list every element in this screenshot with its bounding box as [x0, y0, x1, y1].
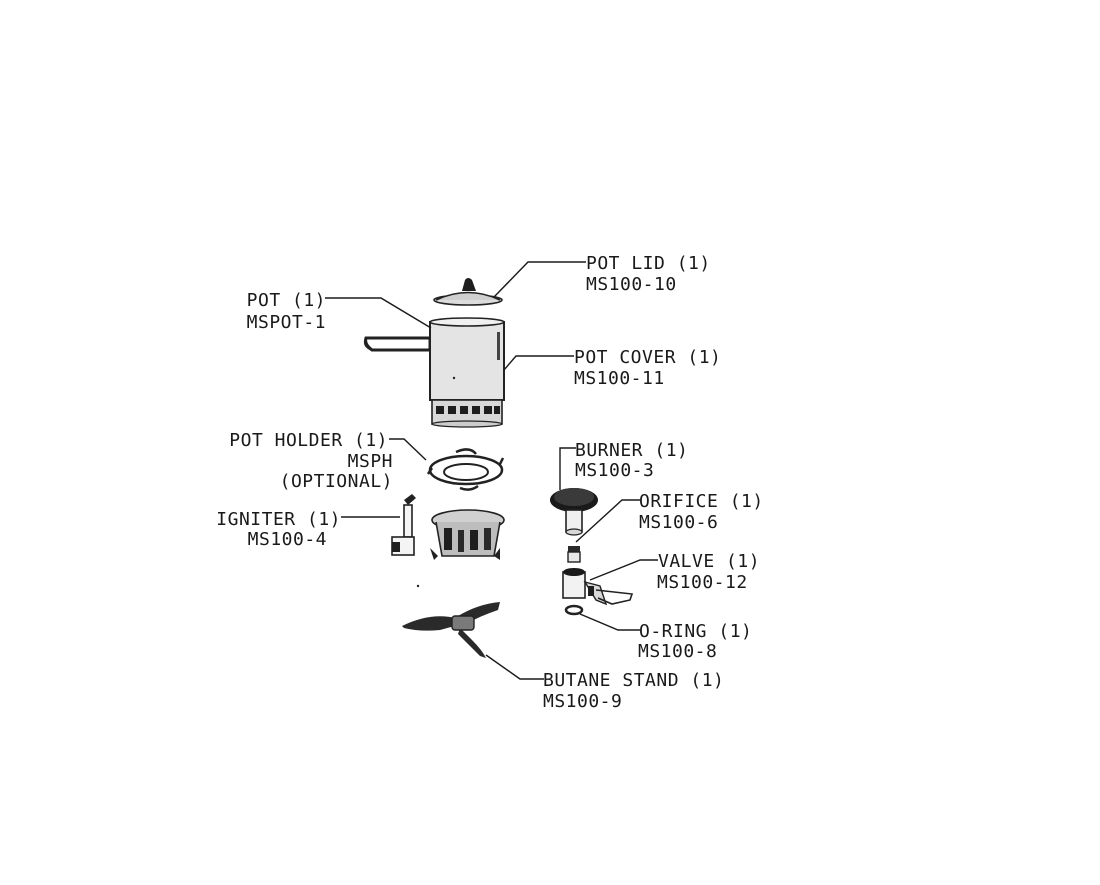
part-name: POT COVER (1)	[574, 347, 721, 368]
part-name: POT HOLDER (1)	[229, 430, 388, 451]
part-code: MS100-12	[657, 572, 748, 593]
leader-valve	[589, 559, 658, 581]
pot-lid-drawing	[433, 278, 503, 306]
part-code: MS100-6	[639, 512, 718, 533]
valve-drawing	[562, 568, 634, 606]
callout-pot: POT (1) MSPOT-1	[247, 290, 326, 333]
callout-valve: VALVE (1) MS100-12	[657, 551, 760, 593]
leader-pot-holder	[389, 438, 427, 461]
butane-stand-drawing	[402, 602, 500, 658]
callout-burner: BURNER (1) MS100-3	[575, 440, 688, 481]
part-code: MS100-3	[575, 460, 654, 481]
callout-pot-holder: POT HOLDER (1) MSPH (OPTIONAL)	[229, 430, 393, 492]
part-name: POT (1)	[247, 290, 326, 311]
part-name: POT LID (1)	[586, 253, 711, 274]
pot-drawing	[363, 317, 505, 428]
part-code: MSPH	[348, 451, 393, 472]
leader-burner	[559, 447, 576, 490]
leader-o-ring	[579, 613, 640, 631]
part-name: O-RING (1)	[639, 621, 752, 642]
leader-pot-cover	[503, 355, 574, 371]
part-name: BURNER (1)	[575, 440, 688, 461]
callout-orifice: ORIFICE (1) MS100-6	[639, 491, 764, 533]
part-code: MS100-10	[586, 274, 677, 295]
burner-drawing	[550, 488, 598, 536]
part-code: MS100-9	[543, 691, 622, 712]
leader-orifice	[575, 499, 640, 543]
o-ring-drawing	[564, 604, 584, 616]
leader-lines	[325, 261, 658, 680]
leader-pot	[325, 297, 432, 329]
part-code: MS100-11	[574, 368, 665, 389]
callout-igniter: IGNITER (1) MS100-4	[216, 509, 341, 550]
orifice-drawing	[567, 546, 581, 563]
leader-butane-stand	[485, 654, 544, 680]
callout-pot-lid: POT LID (1) MS100-10	[586, 253, 711, 295]
pot-holder-drawing	[426, 448, 505, 491]
callout-pot-cover: POT COVER (1) MS100-11	[574, 347, 721, 389]
igniter-drawing	[391, 494, 420, 588]
part-code: MS100-8	[638, 641, 717, 662]
part-name: ORIFICE (1)	[639, 491, 764, 512]
part-code: MS100-4	[248, 529, 327, 550]
part-note: (OPTIONAL)	[280, 471, 393, 492]
part-name: VALVE (1)	[658, 551, 760, 572]
part-name: IGNITER (1)	[216, 509, 341, 530]
part-code: MSPOT-1	[247, 312, 326, 333]
stove-body-drawing	[430, 509, 505, 560]
leader-pot-lid	[493, 261, 586, 298]
callout-o-ring: O-RING (1) MS100-8	[638, 621, 752, 662]
part-name: BUTANE STAND (1)	[543, 670, 724, 691]
callout-butane-stand: BUTANE STAND (1) MS100-9	[543, 670, 724, 712]
